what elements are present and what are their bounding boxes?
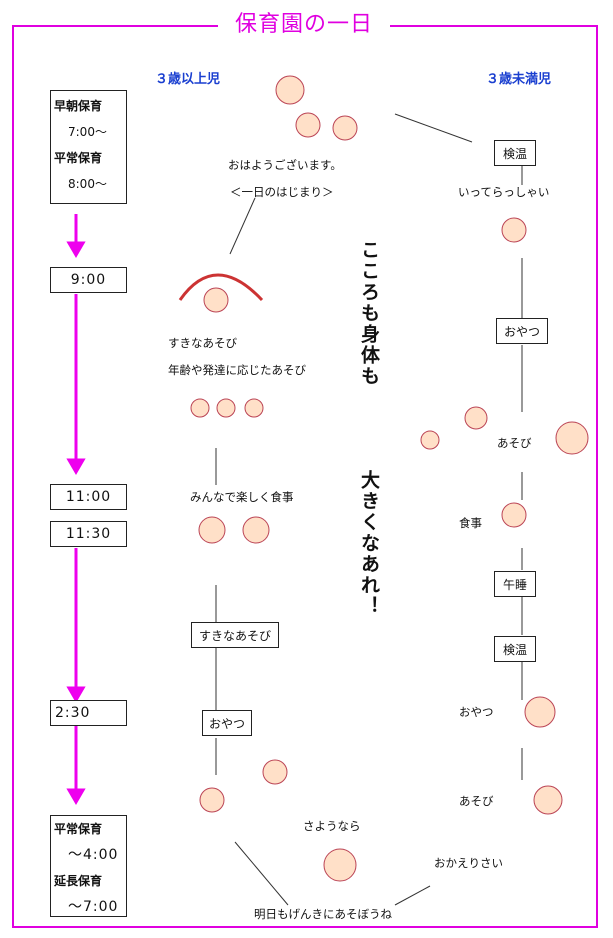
goodbye-text: さようなら bbox=[303, 819, 361, 833]
age-play-text: 年齢や発達に応じたあそび bbox=[168, 363, 306, 377]
play-text2: あそび bbox=[459, 794, 494, 808]
baby-figure-icon bbox=[501, 217, 527, 243]
baby-meal-icon bbox=[501, 502, 527, 528]
time-900: 9:00 bbox=[50, 267, 127, 293]
morning-times: 早朝保育 7:00～ 平常保育 8:00～ bbox=[50, 90, 127, 204]
tomorrow-text: 明日もげんきにあそぼうね bbox=[254, 907, 392, 921]
stroller-kids-icon bbox=[420, 430, 440, 450]
page-title: 保育園の一日 bbox=[218, 8, 390, 42]
greeting-text: おはようございます。 bbox=[228, 158, 342, 172]
line-start-to-play bbox=[229, 197, 256, 255]
lunch-kids-icon bbox=[198, 516, 226, 544]
health-check-box: 検温 bbox=[494, 140, 536, 166]
snack-box-over3: おやつ bbox=[202, 710, 252, 736]
snack-text-under3: おやつ bbox=[459, 705, 494, 719]
time-230: 2:30 bbox=[50, 700, 127, 726]
time-1100: 11:00 bbox=[50, 484, 127, 510]
monkey-bars-icon bbox=[178, 273, 264, 302]
line-tomorrow-to-welcome bbox=[394, 885, 431, 906]
free-play-box: すきなあそび bbox=[191, 622, 279, 648]
teacher-figure-icon bbox=[275, 75, 305, 105]
header-over3: ３歳以上児 bbox=[155, 72, 221, 87]
meal-text: 食事 bbox=[459, 516, 482, 530]
goodbye-kids-icon bbox=[199, 787, 225, 813]
play-text: あそび bbox=[497, 436, 532, 450]
toddler-play-icon bbox=[555, 421, 589, 455]
playground-kid-icon bbox=[203, 287, 229, 313]
evening-times: 平常保育 ～4:00 延長保育 ～7:00 bbox=[50, 815, 127, 917]
baby-snack-icon bbox=[524, 696, 556, 728]
line-greet-to-check bbox=[394, 113, 473, 143]
snack-box-under3: おやつ bbox=[496, 318, 548, 344]
day-start-text: ＜一日のはじまり＞ bbox=[230, 185, 334, 199]
health-check-box2: 検温 bbox=[494, 636, 536, 662]
header-under3: ３歳未満児 bbox=[486, 72, 552, 87]
time-1130: 11:30 bbox=[50, 521, 127, 547]
baby-play-icon bbox=[533, 785, 563, 815]
slogan-line2: 大きくなあれ！ bbox=[358, 470, 380, 617]
welcome-text: いってらっしゃい bbox=[458, 185, 550, 199]
welcome-back-text: おかえりさい bbox=[434, 856, 503, 870]
line-goodbye-to-tomorrow bbox=[234, 841, 289, 906]
nap-box: 午睡 bbox=[494, 571, 536, 597]
lunch-text: みんなで楽しく食事 bbox=[190, 490, 294, 504]
slogan-line1: こころも身体も bbox=[358, 240, 380, 387]
mother-figure-icon bbox=[323, 848, 357, 882]
free-play-text: すきなあそび bbox=[168, 336, 237, 350]
